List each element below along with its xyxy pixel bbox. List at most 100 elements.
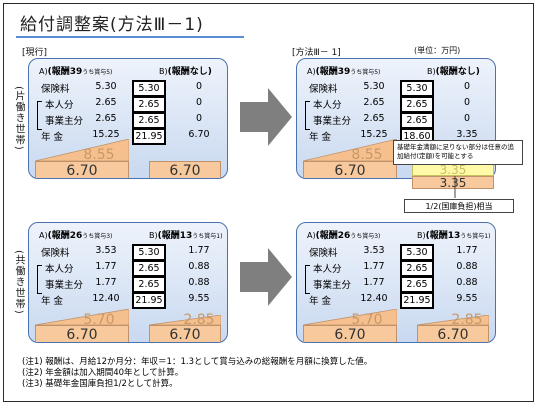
value-a-self: 2.65 [363,97,385,108]
triangle-value: 8.55 [351,147,383,163]
col-a-head: (報酬26 [315,231,351,241]
value-b-self: 0.88 [456,261,478,272]
col-a-letter: A) [39,231,48,240]
value-a-pension: 12.40 [360,293,388,304]
value-a-employer: 1.77 [363,277,385,288]
page-title: 給付調整案(方法Ⅲ－1) [20,15,204,35]
box-self: 2.65 [400,96,434,113]
value-b-self: 0 [463,97,471,108]
col-a-sub: うち賞与5) [82,69,113,76]
panel-current-double: A)(報酬26うち賞与3) B)(報酬13うち賞与1) 保険料 3.53 5.3… [28,222,228,343]
box-employer: 2.65 [400,112,434,129]
value-a-premium: 5.30 [95,81,117,92]
col-a-head: (報酬26 [47,231,83,241]
panel-method-double: A)(報酬26うち賞与3) B)(報酬13うち賞与1) 保険料 3.53 5.3… [296,222,496,343]
value-b-employer: 0 [463,113,471,124]
side-label-single: (片働き世帯) [13,86,24,151]
pension-bar-a: 6.70 [35,161,129,178]
value-a-self: 2.65 [95,97,117,108]
box-employer: 2.65 [132,112,166,129]
box-self: 2.65 [400,260,434,277]
col-b-sub: うち賞与1) [460,233,491,240]
row-label-pension: 年 金 [41,132,64,143]
label-method: [方法Ⅲ－ 1] [292,48,341,58]
box-premium: 5.30 [400,244,434,261]
col-b-head: (報酬なし) [167,67,212,77]
value-b-pension: 9.55 [456,293,478,304]
box-pension: 21.95 [132,292,166,309]
row-label-self: 本人分 [45,264,74,275]
value-b-pension: 6.70 [188,129,210,140]
bracket [37,101,42,130]
earnings-triangle-b [149,315,221,325]
value-a-self: 1.77 [363,261,385,272]
value-b-pension: 3.35 [456,129,478,140]
footnote-1: (注1) 報酬は、月給12か月分：年収＝1：1.3として賞与込みの総報酬を月額に… [22,357,373,367]
label-current: [現行] [22,48,48,58]
row-label-premium: 保険料 [309,248,338,259]
row-label-employer: 事業主分 [313,116,352,127]
row-label-pension: 年 金 [309,132,332,143]
row-label-employer: 事業主分 [45,116,84,127]
pension-bar-a: 6.70 [303,325,397,342]
value-a-pension: 12.40 [92,293,120,304]
pension-bar-b: 6.70 [149,161,221,178]
col-a-sub: うち賞与3) [82,233,113,240]
value-b-employer: 0 [195,113,203,124]
right-arrow-bottom [240,248,292,306]
col-b-head: (報酬13 [157,231,193,241]
row-label-self: 本人分 [45,100,74,111]
col-a-letter: A) [307,67,316,76]
box-pension: 21.95 [132,128,166,145]
pension-bar-b: 3.35 [412,176,494,189]
bracket [305,101,310,130]
col-a-sub: うち賞与3) [350,233,381,240]
value-a-employer: 2.65 [95,113,117,124]
value-a-pension: 15.25 [92,129,120,140]
caption-arrow [454,176,456,198]
box-premium: 5.30 [400,80,434,97]
col-a-head: (報酬39 [47,67,83,77]
box-employer: 2.65 [132,276,166,293]
value-b-employer: 0.88 [188,277,210,288]
panel-current-single: A)(報酬39うち賞与5) B)(報酬なし) 保険料 5.30 5.30 0 本… [28,58,228,179]
triangle-value-b: 2.85 [451,312,483,328]
col-b-sub: うち賞与1) [192,233,223,240]
row-label-employer: 事業主分 [313,280,352,291]
col-a-head: (報酬39 [315,67,351,77]
box-self: 2.65 [132,96,166,113]
value-b-self: 0 [195,97,203,108]
box-premium: 5.30 [132,80,166,97]
row-label-premium: 保険料 [41,84,70,95]
bracket [37,265,42,294]
box-employer: 2.65 [400,276,434,293]
footnote-3: (注3) 基礎年金国庫負担1/2として計算。 [22,379,178,389]
col-b-head: (報酬なし) [435,67,480,77]
right-arrow-top [240,88,292,146]
row-label-pension: 年 金 [41,296,64,307]
box-pension: 21.95 [400,292,434,309]
earnings-triangle [303,139,397,161]
col-a-sub: うち賞与5) [350,69,381,76]
value-a-employer: 1.77 [95,277,117,288]
col-b-head: (報酬13 [425,231,461,241]
col-a-letter: A) [39,67,48,76]
triangle-value-a: 5.70 [351,312,383,328]
pension-bar-b: 6.70 [149,325,221,342]
box-self: 2.65 [132,260,166,277]
row-label-premium: 保険料 [41,248,70,259]
earnings-triangle-a [303,309,397,325]
panel-method-single: A)(報酬39うち賞与5) B)(報酬なし) 保険料 5.30 5.30 0 本… [296,58,496,179]
value-b-premium: 1.77 [188,245,210,256]
box-premium: 5.30 [132,244,166,261]
earnings-triangle-a [35,309,129,325]
col-b-letter: B) [427,67,436,76]
col-b-letter: B) [417,231,426,240]
title-underline [16,36,244,38]
row-label-self: 本人分 [313,264,342,275]
col-a-letter: A) [307,231,316,240]
col-b-letter: B) [159,67,168,76]
value-a-self: 1.77 [95,261,117,272]
value-a-employer: 2.65 [363,113,385,124]
label-unit: (単位：万円) [414,46,461,55]
